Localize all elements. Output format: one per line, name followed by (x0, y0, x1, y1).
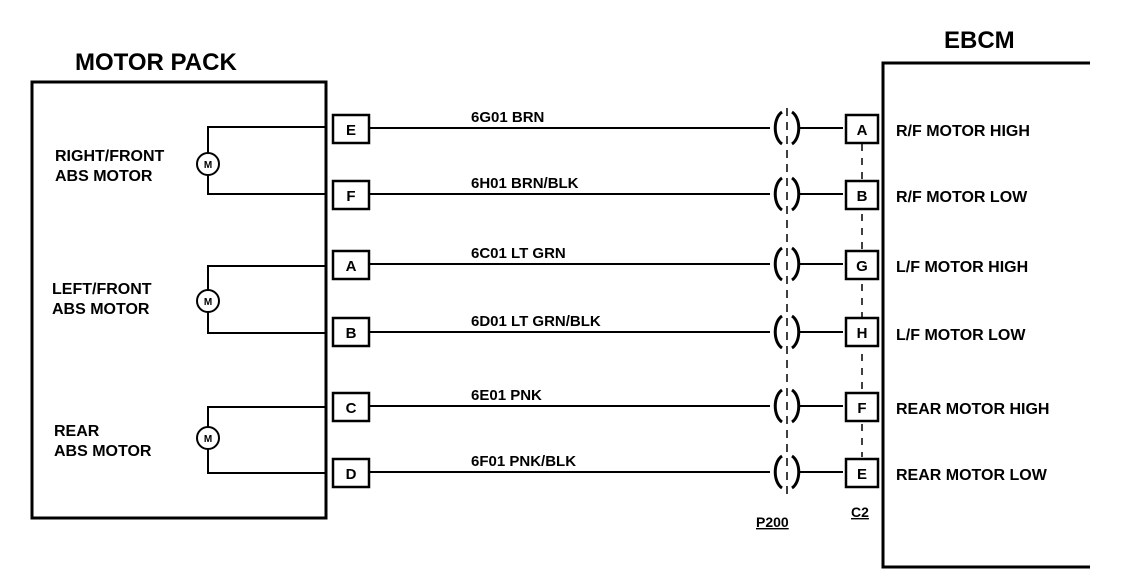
motor-pack-outline (30, 80, 328, 520)
wire-label: 6G01 BRN (471, 109, 544, 126)
pin-label: B (857, 188, 868, 205)
pin-label: F (346, 188, 355, 205)
wire-label: 6D01 LT GRN/BLK (471, 313, 601, 330)
pin-label: A (857, 122, 868, 139)
connector-terminal (773, 388, 801, 424)
motor-pack-pins: E F A B C D (331, 113, 371, 489)
connector-terminal (773, 110, 801, 146)
wire-label: 6C01 LT GRN (471, 245, 566, 262)
motor-label-line1: LEFT/FRONT (52, 281, 152, 298)
pin-label: G (856, 258, 868, 275)
motor-pack-title: MOTOR PACK (75, 49, 237, 76)
motor-symbol: M (204, 160, 212, 171)
left-front-motor: M LEFT/FRONT ABS MOTOR (52, 265, 326, 334)
wire-runs (369, 127, 770, 473)
pin-box (844, 316, 880, 348)
inline-connector-p200: P200 (756, 108, 801, 530)
pin-box (844, 179, 880, 211)
pin-label: A (346, 258, 357, 275)
pin-label: E (857, 466, 867, 483)
ebcm-terminal-label: R/F MOTOR LOW (896, 189, 1028, 206)
pin-label: C (346, 400, 357, 417)
pin-box (331, 249, 371, 281)
ebcm-connector-c2: A B G H F E C2 (844, 113, 880, 520)
pin-label: B (346, 325, 357, 342)
connector-terminal (773, 454, 801, 490)
ebcm-title: EBCM (944, 27, 1015, 54)
wire-label: 6E01 PNK (471, 387, 542, 404)
connector-label-p200: P200 (756, 514, 789, 530)
pin-box (844, 113, 880, 145)
ebcm-terminal-label: REAR MOTOR HIGH (896, 401, 1049, 418)
ebcm-terminal-label: L/F MOTOR HIGH (896, 259, 1028, 276)
wire-labels: 6G01 BRN 6H01 BRN/BLK 6C01 LT GRN 6D01 L… (471, 109, 601, 470)
ebcm-outline (881, 61, 1090, 569)
motor-label-line2: ABS MOTOR (55, 168, 153, 185)
motor-icon (196, 152, 220, 176)
wire-runs-ebcm (800, 127, 843, 473)
wire-label: 6H01 BRN/BLK (471, 175, 579, 192)
pin-box (331, 391, 371, 423)
pin-label: H (857, 325, 868, 342)
motor-symbol: M (204, 297, 212, 308)
pin-box (331, 316, 371, 348)
connector-label-c2: C2 (851, 504, 869, 520)
motor-label-line1: REAR (54, 423, 100, 440)
connector-terminal (773, 314, 801, 350)
pin-box (844, 249, 880, 281)
connector-terminal (773, 246, 801, 282)
pin-box (844, 391, 880, 423)
right-front-motor: M RIGHT/FRONT ABS MOTOR (55, 126, 326, 195)
motor-icon (196, 289, 220, 313)
motor-label-line2: ABS MOTOR (54, 443, 152, 460)
motor-symbol: M (204, 434, 212, 445)
ebcm-module: EBCM R/F MOTOR HIGH R/F MOTOR LOW L/F MO… (881, 27, 1090, 569)
pin-label: E (346, 122, 356, 139)
pin-label: F (857, 400, 866, 417)
connector-terminal (773, 176, 801, 212)
ebcm-terminal-label: R/F MOTOR HIGH (896, 123, 1030, 140)
motor-icon (196, 426, 220, 450)
motor-label-line2: ABS MOTOR (52, 301, 150, 318)
ebcm-terminal-label: REAR MOTOR LOW (896, 467, 1048, 484)
rear-motor: M REAR ABS MOTOR (54, 406, 326, 474)
motor-label-line1: RIGHT/FRONT (55, 148, 165, 165)
pin-box (844, 457, 880, 489)
wire-label: 6F01 PNK/BLK (471, 453, 576, 470)
pin-label: D (346, 466, 357, 483)
ebcm-terminal-label: L/F MOTOR LOW (896, 327, 1026, 344)
